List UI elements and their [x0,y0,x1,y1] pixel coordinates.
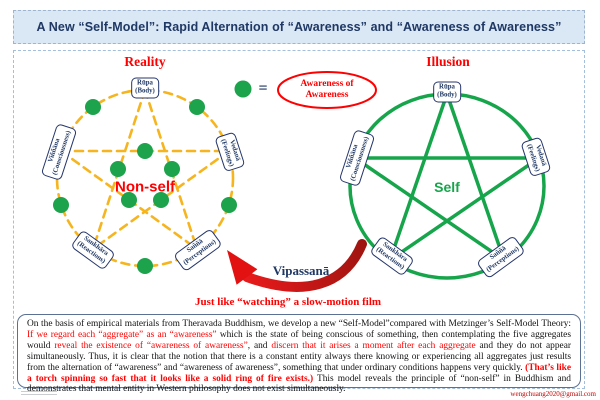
vipassana-label: Vipassanā [272,263,330,278]
node-rupa-illusion: Rūpa(Body) [433,81,461,103]
page-title: A New “Self-Model”: Rapid Alternation of… [36,20,562,34]
equals-sign: = [258,80,268,97]
analysis-text-block: On the basis of empirical materials from… [17,314,581,394]
author-email: wengchuang2020@gmail.com [510,390,596,398]
illusion-heading: Illusion [426,54,470,69]
reality-heading: Reality [124,54,166,69]
analysis-paragraph: On the basis of empirical materials from… [27,319,572,395]
title-bar: A New “Self-Model”: Rapid Alternation of… [13,10,585,44]
legend-bubble-label: Awareness of Awareness [300,79,354,100]
fine-print-smudge [21,391,57,396]
self-label: Self [434,179,460,195]
node-rupa-reality: Rūpa(Body) [131,77,159,99]
slow-motion-caption: Just like “watching” a slow-motion film [194,296,382,308]
nonself-label: Non-self [115,178,175,196]
